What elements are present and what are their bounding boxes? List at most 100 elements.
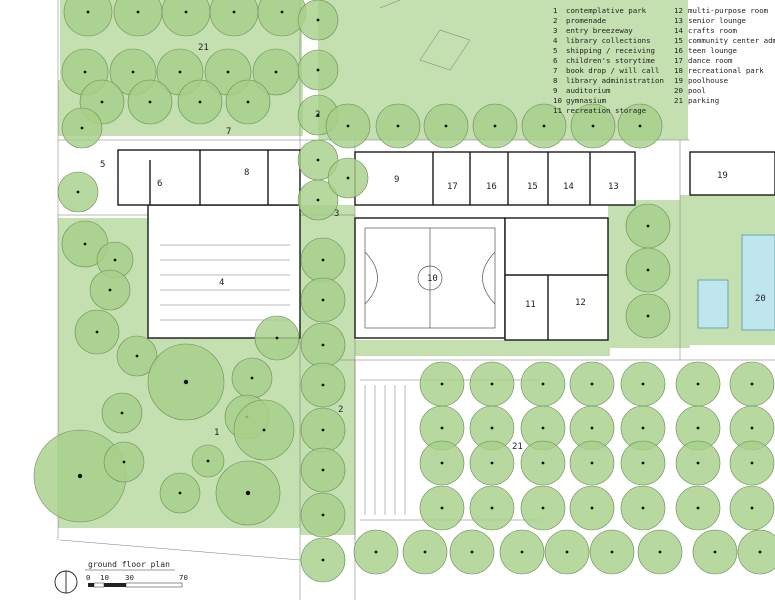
plan-title: ground floor plan bbox=[88, 560, 170, 569]
legend-label: children's storytime bbox=[566, 56, 656, 65]
legend-label: poolhouse bbox=[688, 76, 729, 85]
tree-trunk bbox=[440, 382, 444, 386]
tree-trunk bbox=[83, 70, 87, 74]
legend-label: crafts room bbox=[688, 26, 737, 35]
tree-trunk bbox=[440, 426, 444, 430]
tree-trunk bbox=[638, 124, 642, 128]
tree-trunk bbox=[696, 426, 700, 430]
tree-trunk bbox=[440, 461, 444, 465]
tree-trunk bbox=[120, 411, 124, 415]
label-library-admin: 8 bbox=[244, 168, 249, 178]
legend-label: pool bbox=[688, 86, 706, 95]
label-cc-admin: 15 bbox=[527, 182, 538, 192]
legend-label: gymnasium bbox=[566, 96, 607, 105]
tree-trunk bbox=[541, 426, 545, 430]
label-crafts-room: 14 bbox=[563, 182, 574, 192]
tree-trunk bbox=[444, 124, 448, 128]
tree-trunk bbox=[321, 383, 325, 387]
zone-labels: 21 2 7 5 6 8 9 17 16 15 14 13 19 3 4 10 … bbox=[100, 43, 766, 452]
tree-trunk bbox=[490, 506, 494, 510]
tree-trunk bbox=[493, 124, 497, 128]
legend-label: recreation storage bbox=[566, 106, 647, 115]
legend-label: multi-purpose room bbox=[688, 6, 769, 15]
pool-main bbox=[741, 234, 775, 331]
scale-tick-label: 10 bbox=[100, 573, 109, 582]
tree-trunk bbox=[423, 550, 427, 554]
legend-number: 9 bbox=[553, 86, 557, 95]
tree-trunk bbox=[490, 426, 494, 430]
parking-stripes bbox=[364, 385, 406, 515]
label-parking-south: 21 bbox=[512, 442, 523, 452]
label-teen-lounge: 16 bbox=[486, 182, 497, 192]
legend-entry: 2 promenade bbox=[553, 16, 607, 25]
tree-trunk bbox=[541, 506, 545, 510]
tree-trunk bbox=[250, 376, 254, 380]
label-dance-room: 17 bbox=[447, 182, 458, 192]
tree-trunk bbox=[490, 461, 494, 465]
label-recreation-storage: 11 bbox=[525, 300, 536, 310]
legend-label: entry breezeway bbox=[566, 26, 633, 35]
poolhouse bbox=[689, 151, 775, 196]
legend-label: parking bbox=[688, 96, 719, 105]
tree-trunk bbox=[590, 426, 594, 430]
label-multipurpose: 12 bbox=[575, 298, 586, 308]
label-auditorium: 9 bbox=[394, 175, 399, 185]
tree-trunk bbox=[321, 513, 325, 517]
tree-trunk bbox=[646, 224, 650, 228]
legend-label: book drop / will call bbox=[566, 66, 659, 75]
legend-label: promenade bbox=[566, 16, 607, 25]
legend-number: 17 bbox=[674, 56, 683, 65]
tree-trunk bbox=[316, 18, 320, 22]
legend-number: 2 bbox=[553, 16, 557, 25]
pavilion-outline bbox=[379, 0, 471, 71]
tree-trunk bbox=[470, 550, 474, 554]
legend: 1 contemplative park 2 promenade 3 entry… bbox=[553, 6, 775, 115]
tree-trunk bbox=[274, 70, 278, 74]
legend-number: 19 bbox=[674, 76, 683, 85]
legend-entry: 10 gymnasium bbox=[553, 96, 607, 105]
tree-trunk bbox=[321, 343, 325, 347]
label-shipping: 5 bbox=[100, 160, 105, 170]
legend-entry: 21 parking bbox=[674, 96, 719, 105]
legend-number: 18 bbox=[674, 66, 683, 75]
legend-number: 5 bbox=[553, 46, 557, 55]
tree-trunk bbox=[232, 10, 236, 14]
tree-trunk bbox=[641, 506, 645, 510]
tree-trunk bbox=[490, 382, 494, 386]
scale-tick-label: 30 bbox=[125, 573, 134, 582]
tree-trunk bbox=[591, 124, 595, 128]
tree-trunk bbox=[641, 426, 645, 430]
storage-multipurpose-block bbox=[504, 217, 609, 341]
legend-number: 6 bbox=[553, 56, 557, 65]
tree-trunk bbox=[541, 382, 545, 386]
tree-trunk bbox=[262, 428, 266, 432]
legend-entry: 3 entry breezeway bbox=[553, 26, 633, 35]
tree-trunk bbox=[245, 490, 251, 496]
legend-entry: 19 poolhouse bbox=[674, 76, 729, 85]
lawn-between bbox=[355, 340, 610, 356]
legend-entry: 11 recreation storage bbox=[553, 106, 647, 115]
tree-trunk bbox=[541, 461, 545, 465]
tree-trunk bbox=[321, 258, 325, 262]
legend-entry: 16 teen lounge bbox=[674, 46, 737, 55]
legend-entry: 17 dance room bbox=[674, 56, 733, 65]
tree-trunk bbox=[346, 124, 350, 128]
tree-trunk bbox=[641, 382, 645, 386]
tree-trunk bbox=[610, 550, 614, 554]
tree-trunk bbox=[77, 473, 83, 479]
tree-trunk bbox=[321, 428, 325, 432]
tree-trunk bbox=[280, 10, 284, 14]
tree-trunk bbox=[206, 459, 210, 463]
tree-trunk bbox=[100, 100, 104, 104]
legend-number: 4 bbox=[553, 36, 558, 45]
legend-label: library collections bbox=[566, 36, 651, 45]
legend-entry: 5 shipping / receiving bbox=[553, 46, 655, 55]
tree-trunk bbox=[696, 506, 700, 510]
legend-label: senior lounge bbox=[688, 16, 746, 25]
tree-trunk bbox=[646, 314, 650, 318]
tree-trunk bbox=[750, 506, 754, 510]
label-storytime: 6 bbox=[157, 179, 162, 189]
tree-trunk bbox=[226, 70, 230, 74]
label-book-drop: 7 bbox=[226, 127, 231, 137]
